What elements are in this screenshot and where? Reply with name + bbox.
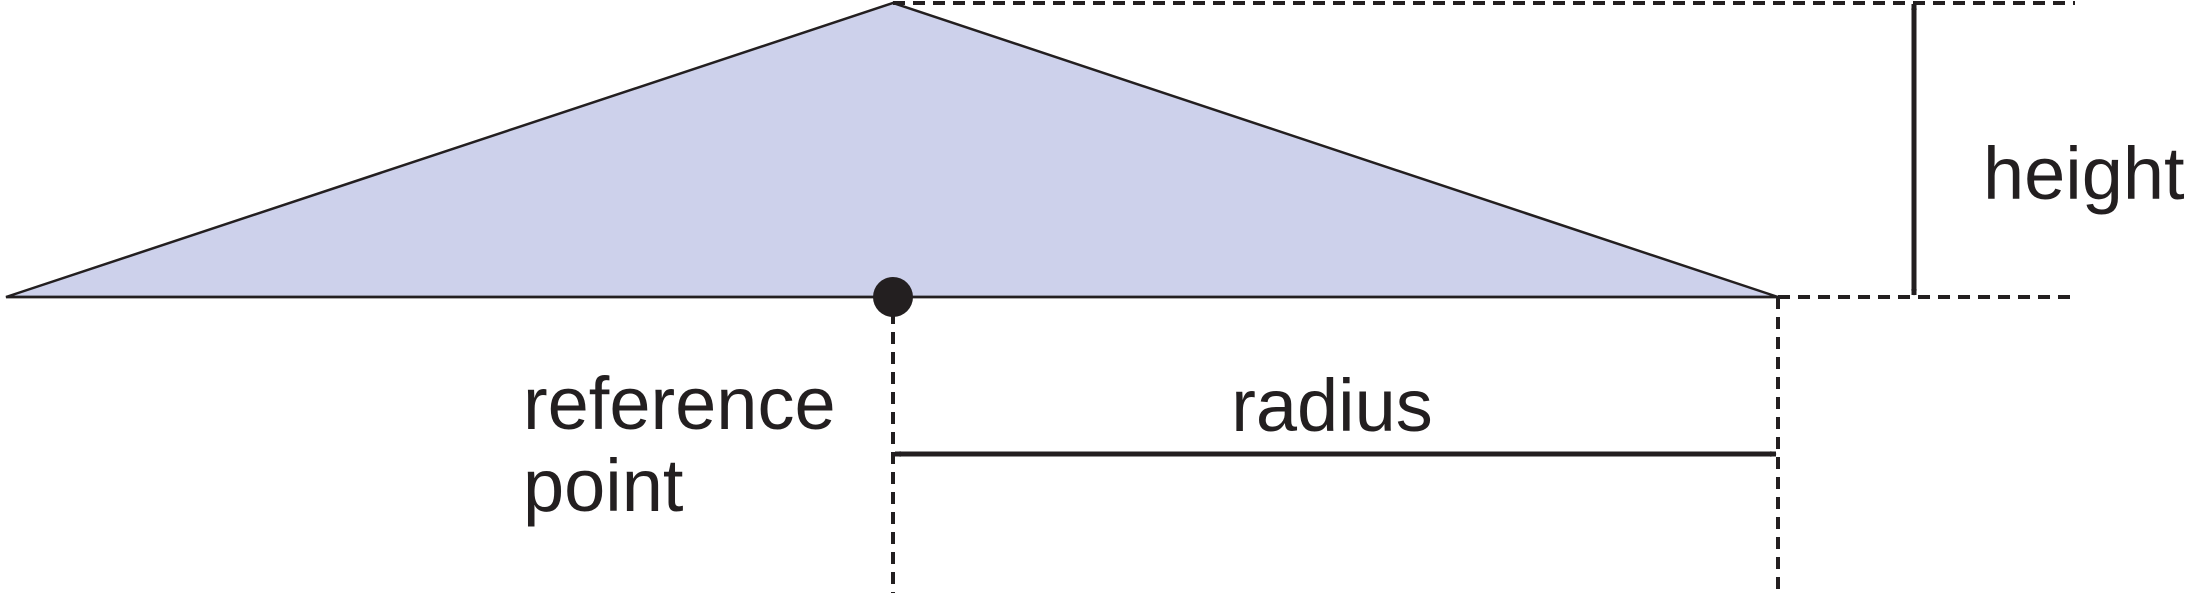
reference-point-marker [873, 277, 913, 317]
radius-label: radius [1231, 364, 1433, 447]
height-label: height [1983, 132, 2185, 215]
cone-triangle [5, 1, 1779, 299]
reference-point-label-line2: point [523, 444, 684, 527]
reference-point-label-line1: reference [523, 362, 836, 445]
